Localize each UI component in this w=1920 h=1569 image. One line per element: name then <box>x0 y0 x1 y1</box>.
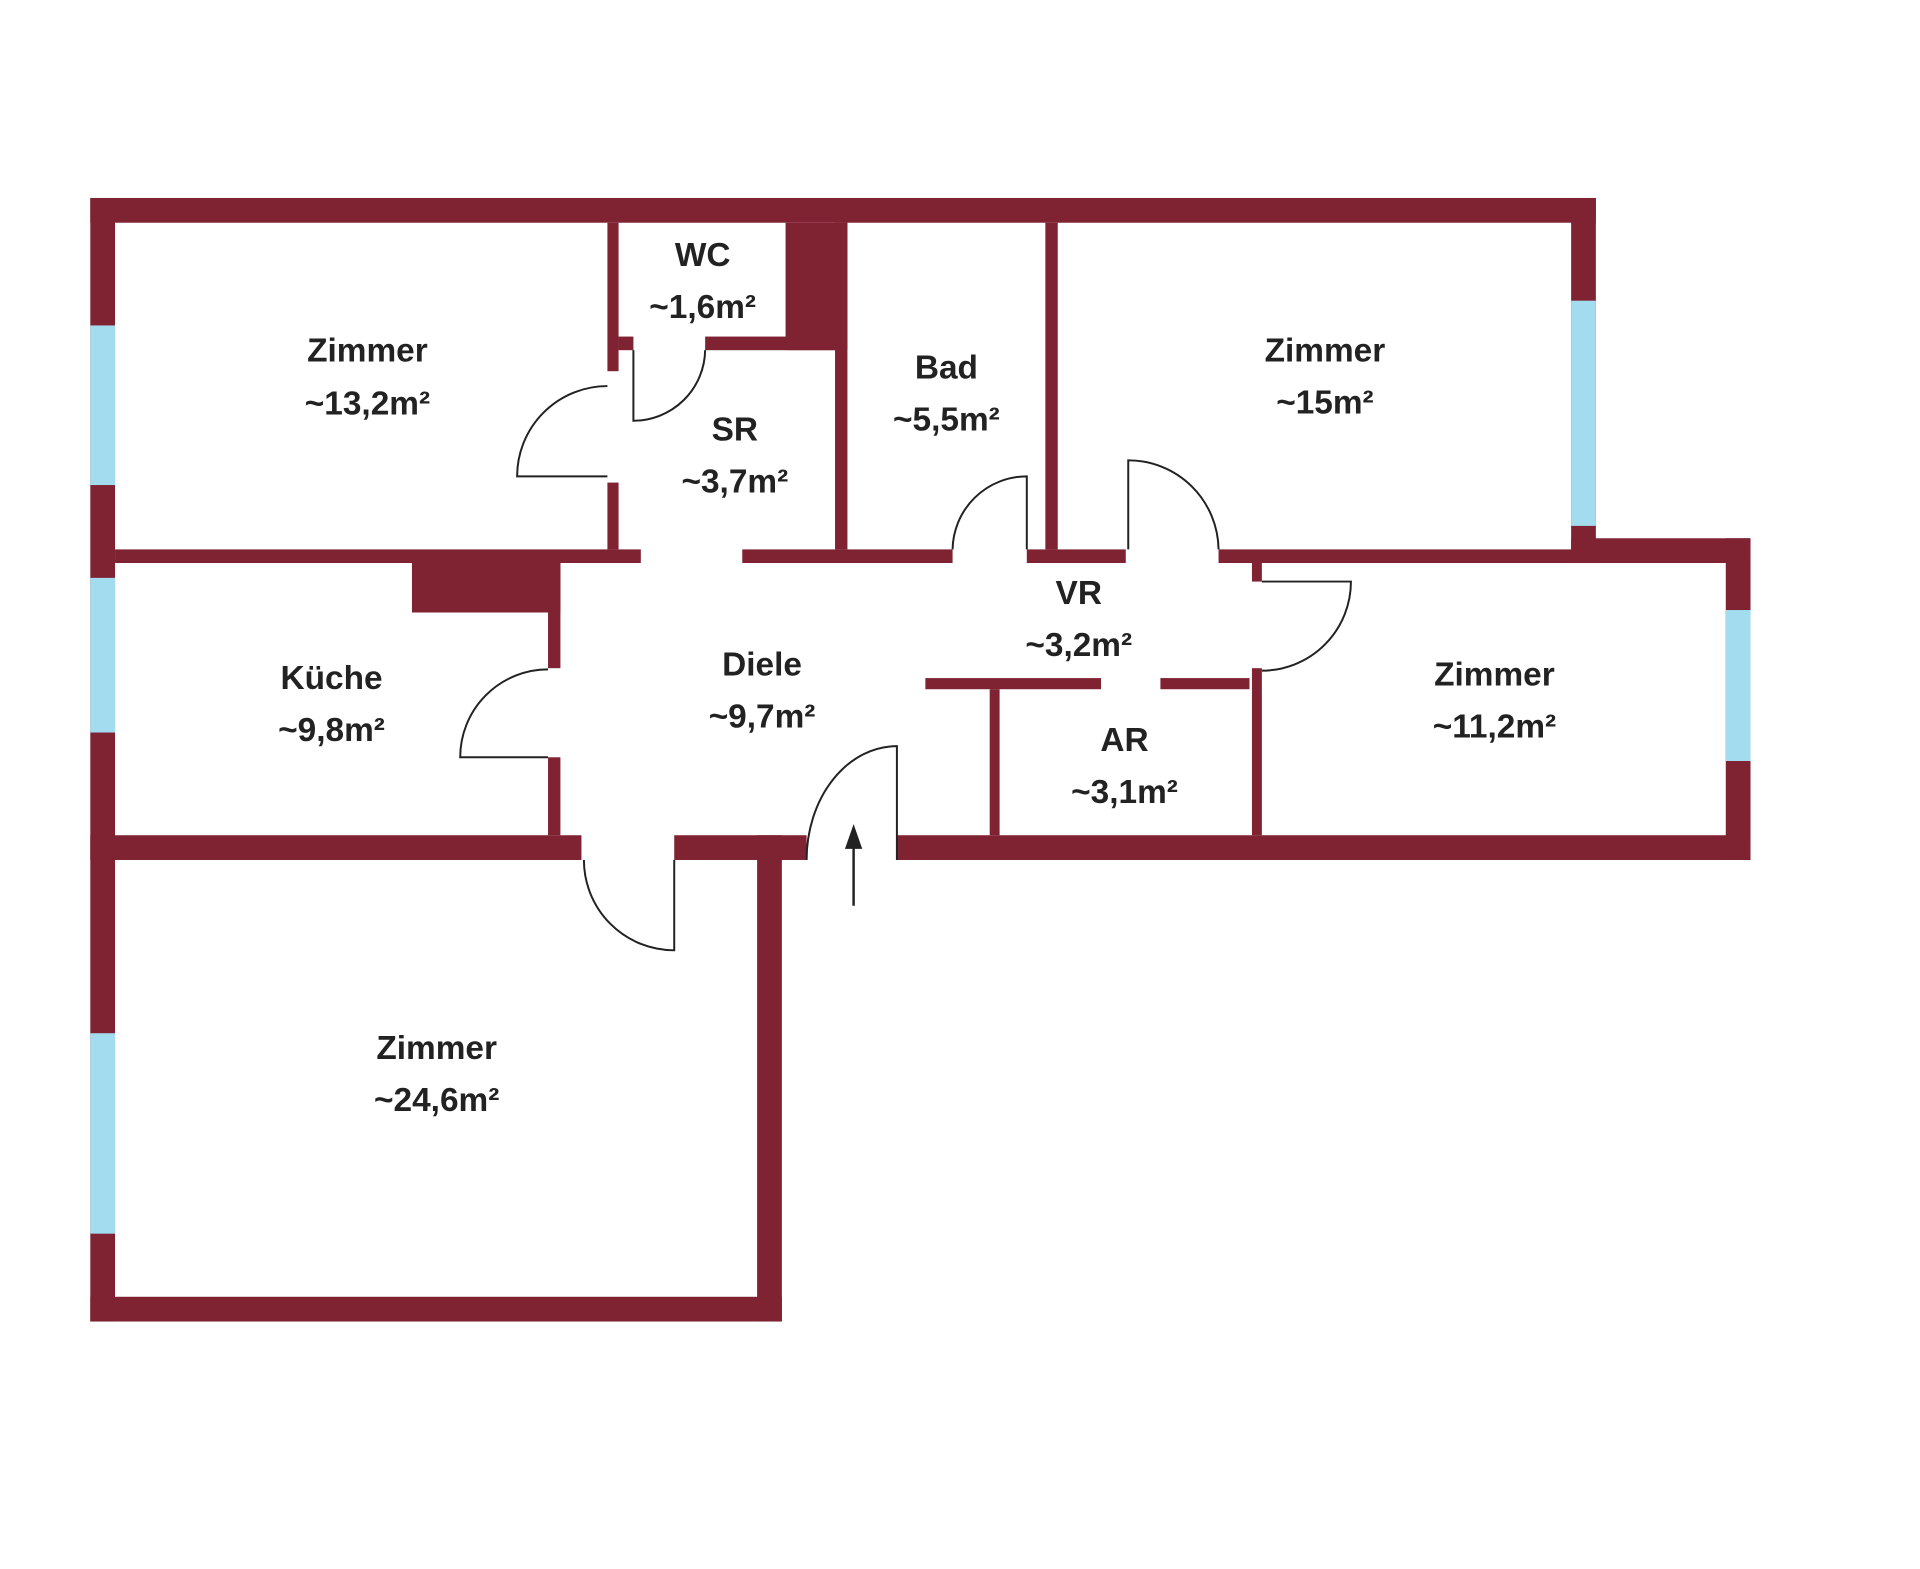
room-area: ~24,6m² <box>374 1082 499 1119</box>
room-name: Diele <box>722 647 802 684</box>
windows <box>90 300 1751 1234</box>
door-zimmer-15 <box>1127 459 1220 550</box>
room-labels: Zimmer ~13,2m² WC ~1,6m² SR ~3,7m² Bad ~… <box>278 237 1556 1119</box>
door-zimmer-11 <box>1261 580 1352 672</box>
door-zimmer-24 <box>582 859 676 952</box>
room-area: ~15m² <box>1276 384 1373 421</box>
room-area: ~3,2m² <box>1025 627 1132 664</box>
door-kueche <box>459 668 549 759</box>
room-area: ~1,6m² <box>649 289 756 326</box>
room-area: ~9,8m² <box>278 712 385 749</box>
door-bad <box>951 475 1028 550</box>
door-zimmer-13 <box>516 385 608 478</box>
room-name: Bad <box>915 350 978 387</box>
entry-door <box>805 745 898 860</box>
room-name: AR <box>1100 722 1148 759</box>
room-name: Zimmer <box>1265 332 1386 369</box>
door-wc <box>632 350 707 422</box>
room-name: Zimmer <box>376 1030 497 1067</box>
room-area: ~3,7m² <box>681 463 788 500</box>
doors <box>459 350 1352 952</box>
room-name: WC <box>675 237 731 274</box>
room-area: ~3,1m² <box>1071 774 1178 811</box>
room-area: ~11,2m² <box>1433 708 1556 745</box>
room-area: ~5,5m² <box>893 402 1000 439</box>
room-name: Zimmer <box>307 332 428 369</box>
room-name: SR <box>712 412 758 449</box>
room-area: ~9,7m² <box>709 699 816 736</box>
room-name: Zimmer <box>1434 657 1555 694</box>
entrance-arrow-icon <box>844 824 863 906</box>
room-name: Küche <box>281 660 383 697</box>
room-name: VR <box>1056 575 1102 612</box>
room-area: ~13,2m² <box>305 386 430 423</box>
